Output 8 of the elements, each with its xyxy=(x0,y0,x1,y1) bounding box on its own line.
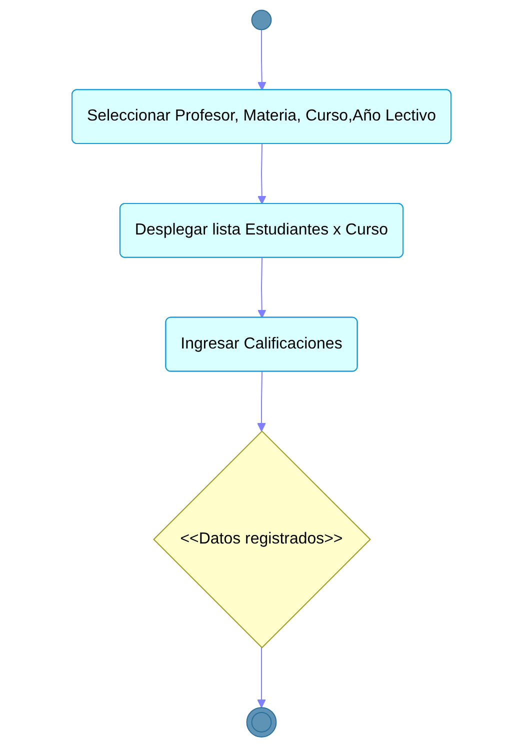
node-circle xyxy=(246,707,277,738)
arrow xyxy=(257,29,266,90)
node-diamond: <<Datos registrados>> xyxy=(153,430,371,648)
arrow xyxy=(257,257,266,318)
arrow xyxy=(257,647,266,708)
arrow xyxy=(257,144,266,204)
node-circle xyxy=(251,10,272,30)
arrow xyxy=(257,371,266,432)
